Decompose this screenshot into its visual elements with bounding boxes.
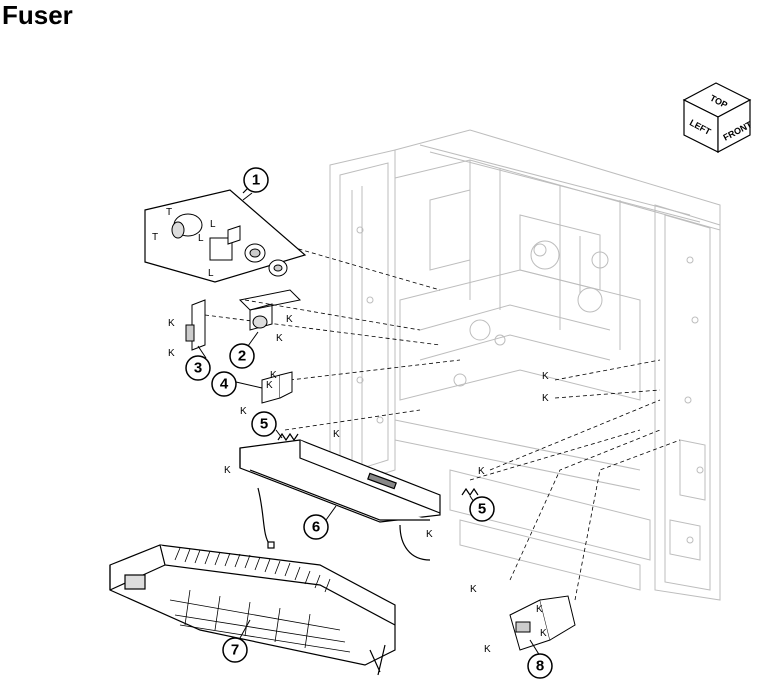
- printer-frame: [329, 129, 721, 601]
- screw-label: K: [536, 604, 543, 615]
- callouts: 1 2 3 4 5 5 6: [185, 167, 553, 679]
- motor-icon: [171, 213, 288, 277]
- callout-5-right: 5: [469, 496, 495, 522]
- screw-label: K: [542, 371, 549, 382]
- part-2-bracket: [238, 289, 302, 331]
- svg-text:1: 1: [252, 172, 260, 189]
- callout-5: 5: [251, 411, 277, 437]
- screw-label: K: [224, 465, 231, 476]
- screw-label: K: [168, 348, 175, 359]
- callout-4: 4: [211, 371, 237, 397]
- callout-leaders: [197, 192, 541, 657]
- callout-6: 6: [303, 514, 329, 540]
- svg-text:7: 7: [231, 642, 239, 659]
- svg-text:2: 2: [238, 348, 246, 365]
- callout-3: 3: [185, 355, 211, 381]
- part-1-inset: [144, 185, 307, 283]
- svg-text:5: 5: [260, 416, 268, 433]
- inset-label: L: [208, 268, 214, 279]
- screw-label: K: [484, 644, 491, 655]
- screw-label: K: [333, 429, 340, 440]
- screw-label: K: [540, 628, 547, 639]
- svg-text:4: 4: [220, 376, 229, 393]
- screw-label: K: [426, 529, 433, 540]
- callout-7: 7: [222, 637, 248, 663]
- page-title: Fuser: [2, 0, 73, 30]
- screw-label: K: [470, 584, 477, 595]
- orientation-cube-icon: TOP LEFT FRONT: [682, 82, 754, 153]
- screw-label: K: [276, 333, 283, 344]
- screw-labels: K K K K K K K K K K K K K K K K K: [168, 314, 549, 655]
- part-7-fuser-unit: [109, 544, 396, 676]
- inset-label: T: [152, 232, 158, 243]
- screw-label: K: [270, 370, 277, 381]
- screw-label: K: [168, 318, 175, 329]
- svg-text:6: 6: [312, 519, 320, 536]
- inset-label: T: [166, 207, 172, 218]
- screw-label: K: [266, 380, 273, 391]
- part-4-bracket: [261, 371, 293, 404]
- part-8-bracket: [509, 595, 576, 651]
- callout-1: 1: [243, 167, 269, 193]
- spring-icon: [277, 432, 299, 442]
- screw-label: K: [286, 314, 293, 325]
- part-3-actuator: [185, 299, 206, 351]
- svg-text:3: 3: [194, 360, 202, 377]
- screw-label: K: [478, 466, 485, 477]
- spring-icon: [461, 487, 479, 497]
- screw-label: K: [542, 393, 549, 404]
- leader-lines: [204, 244, 681, 601]
- part-1-inset-labels: T T L L L: [152, 207, 216, 279]
- callout-2: 2: [229, 343, 255, 369]
- screw-label: K: [240, 406, 247, 417]
- callout-8: 8: [527, 653, 553, 679]
- inset-label: L: [210, 219, 216, 230]
- svg-text:5: 5: [478, 501, 486, 518]
- inset-label: L: [198, 233, 204, 244]
- part-6-fuser-cover: [239, 439, 441, 561]
- svg-text:8: 8: [536, 658, 544, 675]
